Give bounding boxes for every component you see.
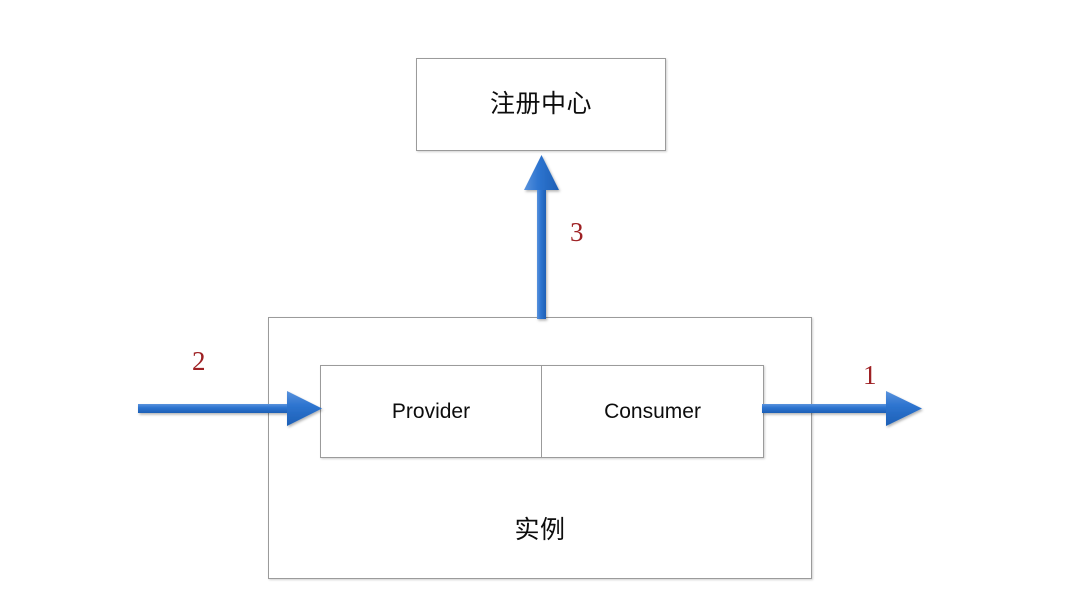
provider-label: Provider: [391, 400, 471, 423]
consumer-label: Consumer: [604, 400, 701, 423]
registry-center-box: 注册中心: [416, 58, 666, 151]
registry-center-label: 注册中心: [489, 90, 592, 118]
arrow-3-register-upward: [524, 155, 559, 319]
step-label-3: 3: [570, 217, 584, 247]
step-label-2: 2: [192, 346, 206, 376]
provider-box: Provider: [321, 366, 542, 457]
consumer-box: Consumer: [542, 366, 763, 457]
step-label-1: 1: [863, 360, 877, 390]
instance-label: 实例: [514, 516, 566, 544]
instance-caption: 实例: [268, 518, 812, 543]
service-split-container: Provider Consumer: [320, 365, 764, 458]
